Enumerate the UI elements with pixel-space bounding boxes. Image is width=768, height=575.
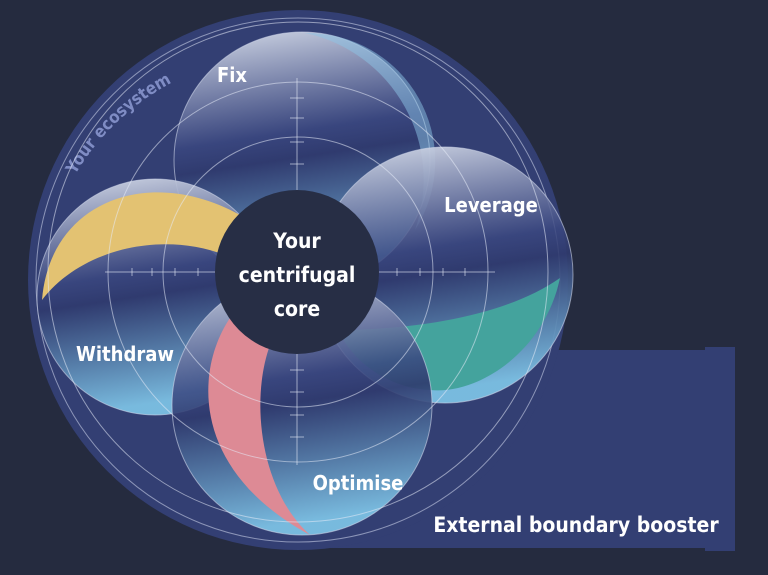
withdraw-crescent bbox=[42, 192, 240, 300]
core-label-line2: centrifugal bbox=[239, 263, 356, 287]
petal-optimise bbox=[171, 274, 433, 536]
booster-label: External boundary booster bbox=[433, 513, 719, 537]
core-circle bbox=[215, 190, 379, 354]
withdraw-label: Withdraw bbox=[76, 342, 174, 366]
leverage-label: Leverage bbox=[444, 193, 538, 217]
booster-tab bbox=[705, 347, 735, 551]
optimise-crescent bbox=[208, 318, 310, 535]
fix-label: Fix bbox=[217, 63, 247, 87]
core-label-line3: core bbox=[274, 297, 320, 321]
core-label-line1: Your bbox=[272, 229, 321, 253]
optimise-label: Optimise bbox=[313, 471, 404, 495]
